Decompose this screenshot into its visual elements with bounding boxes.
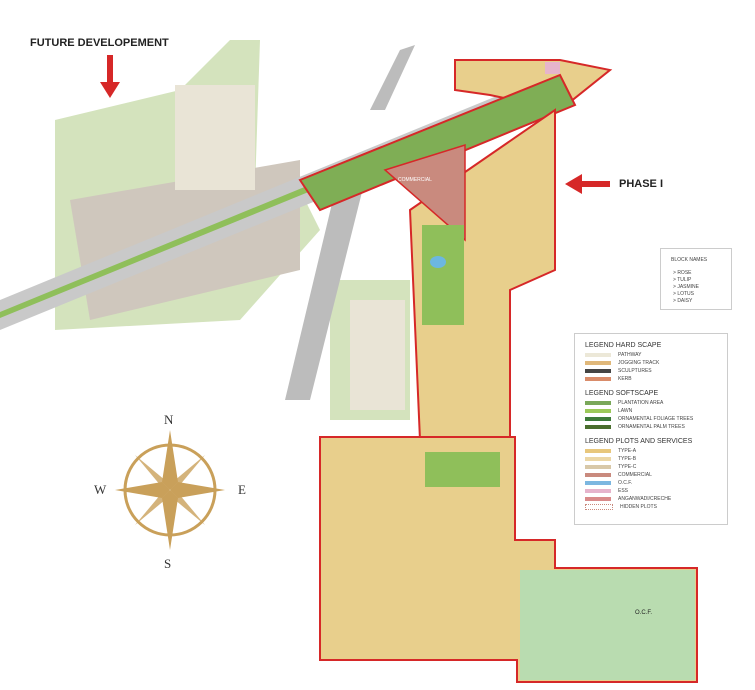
legend-item: ORNAMENTAL PALM TREES <box>585 424 727 430</box>
block-names-box: BLOCK NAMES > ROSE > TULIP > JASMINE > L… <box>660 248 732 310</box>
legend-swatch <box>585 504 613 510</box>
commercial-label: COMMERCIAL <box>398 177 432 183</box>
legend-swatch <box>585 449 611 453</box>
north-road <box>370 45 415 110</box>
legend-swatch <box>585 377 611 381</box>
block-names-title: BLOCK NAMES <box>671 257 708 263</box>
phase-label: PHASE I <box>619 178 664 190</box>
legend-item: SCULPTURES <box>585 368 727 374</box>
block-name: > DAISY <box>673 298 693 304</box>
legend-swatch <box>585 369 611 373</box>
block-name: > TULIP <box>673 277 692 283</box>
legend-label: SCULPTURES <box>618 368 652 374</box>
legend-label: HIDDEN PLOTS <box>620 504 657 510</box>
legend-soft-title: LEGEND SOFTSCAPE <box>585 390 659 397</box>
legend-swatch <box>585 481 611 485</box>
arrow-down-icon <box>100 55 120 98</box>
future-plots-north <box>175 85 255 190</box>
compass-n: N <box>164 412 174 427</box>
phase1-strip <box>298 73 577 212</box>
legend-item: JOGGING TRACK <box>585 360 727 366</box>
legend-label: ORNAMENTAL FOLIAGE TREES <box>618 416 694 422</box>
compass-e: E <box>238 482 246 497</box>
south-green <box>425 452 500 487</box>
park <box>422 225 464 325</box>
legend-item: KERB <box>585 376 727 382</box>
arrow-left-icon <box>565 174 610 194</box>
commercial-block <box>383 143 466 242</box>
legend-label: ORNAMENTAL PALM TREES <box>618 424 685 430</box>
legend-hard-title: LEGEND HARD SCAPE <box>585 342 662 349</box>
legend-swatch <box>585 409 611 413</box>
compass-rose-icon <box>115 430 225 550</box>
legend-item: O.C.F. <box>585 480 727 486</box>
legend-label: COMMERCIAL <box>618 472 652 478</box>
legend-item: ANGANWADI/CRECHE <box>585 496 727 502</box>
legend-item: LAWN <box>585 408 727 414</box>
legend-swatch <box>585 361 611 365</box>
legend-box: LEGEND HARD SCAPE PATHWAY JOGGING TRACK SC… <box>574 333 728 525</box>
legend-swatch <box>585 489 611 493</box>
legend-item: TYPE-C <box>585 464 727 470</box>
legend-swatch <box>585 401 611 405</box>
legend-swatch <box>585 457 611 461</box>
legend-label: PATHWAY <box>618 352 642 358</box>
block-name: > LOTUS <box>673 291 694 297</box>
legend-swatch <box>585 353 611 357</box>
legend-swatch <box>585 497 611 501</box>
service-road <box>285 160 370 400</box>
legend-label: O.C.F. <box>618 480 633 486</box>
legend-label: TYPE-A <box>618 448 637 454</box>
legend-swatch <box>585 465 611 469</box>
compass-w: W <box>94 482 107 497</box>
legend-item: PATHWAY <box>585 352 727 358</box>
legend-item: PLANTATION AREA <box>585 400 727 406</box>
legend-label: JOGGING TRACK <box>618 360 660 366</box>
legend-label: ANGANWADI/CRECHE <box>618 496 672 502</box>
legend-label: TYPE-B <box>618 456 637 462</box>
legend-item: ESS <box>585 488 727 494</box>
legend-item: TYPE-A <box>585 448 727 454</box>
legend-item: TYPE-B <box>585 456 727 462</box>
legend-plots-title: LEGEND PLOTS AND SERVICES <box>585 438 693 445</box>
legend-swatch <box>585 473 611 477</box>
legend-label: PLANTATION AREA <box>618 400 664 406</box>
block-name: > ROSE <box>673 270 692 276</box>
ocf-area <box>520 570 695 680</box>
legend-label: LAWN <box>618 408 633 414</box>
legend-swatch <box>585 425 611 429</box>
legend-label: TYPE-C <box>618 464 637 470</box>
legend-label: KERB <box>618 376 632 382</box>
pond <box>430 256 446 268</box>
legend-swatch <box>585 417 611 421</box>
compass-s: S <box>164 556 172 571</box>
ess-block <box>545 62 560 74</box>
legend-item: ORNAMENTAL FOLIAGE TREES <box>585 416 727 422</box>
legend-item: COMMERCIAL <box>585 472 727 478</box>
block-name: > JASMINE <box>673 284 699 290</box>
west-plots <box>350 300 405 410</box>
future-development-label: FUTURE DEVELOPEMENT <box>30 37 169 49</box>
legend-item: HIDDEN PLOTS <box>585 504 727 510</box>
ocf-label: O.C.F. <box>635 610 653 616</box>
legend-label: ESS <box>618 488 629 494</box>
